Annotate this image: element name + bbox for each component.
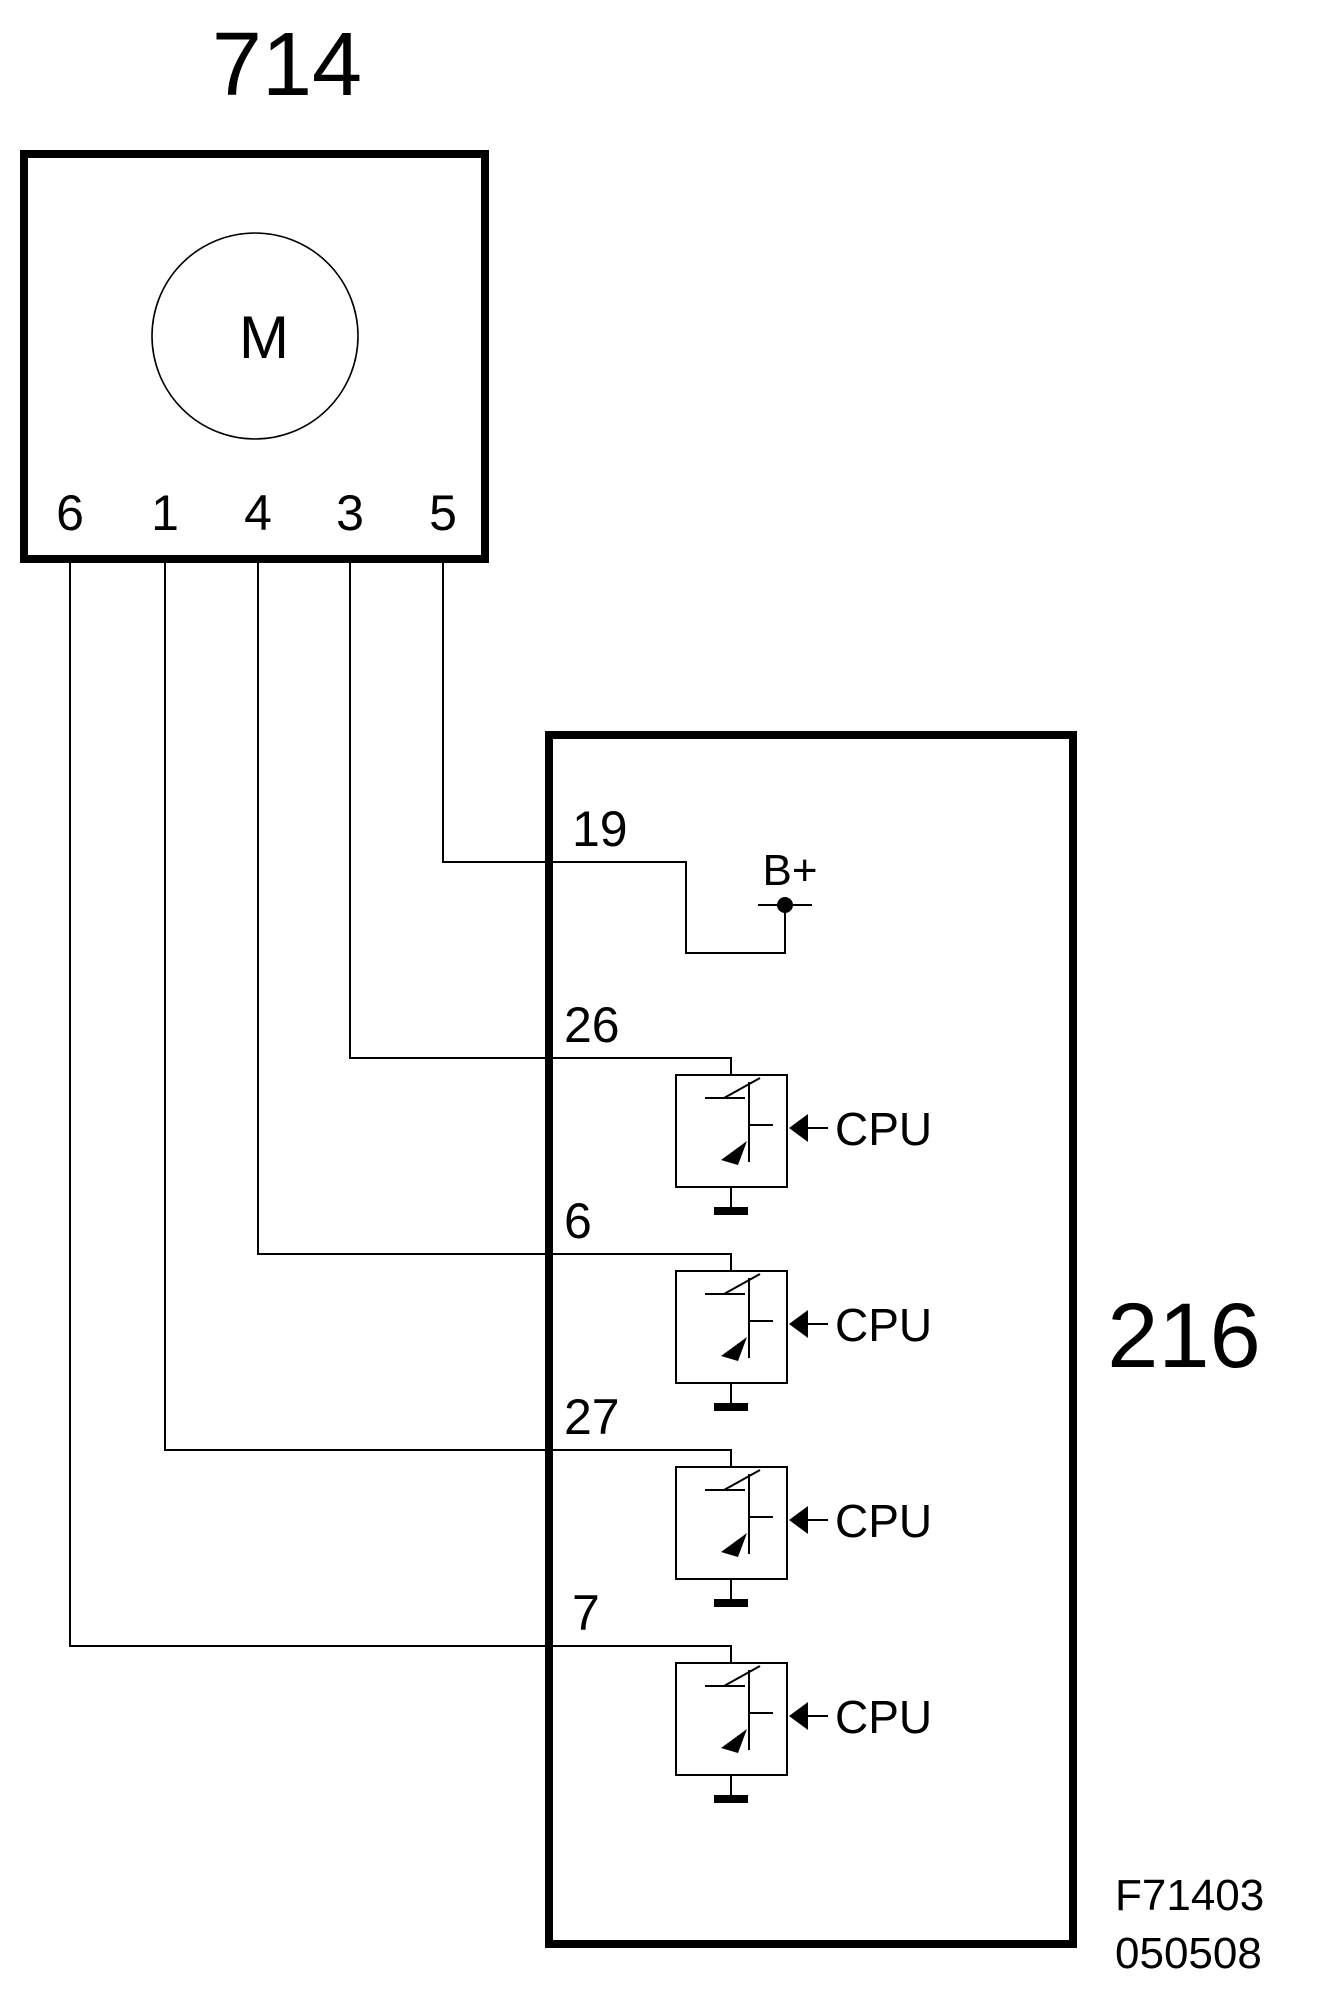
cpu-label: CPU: [835, 1691, 932, 1743]
motor-unit-id: 714: [212, 15, 362, 115]
motor-pin-label: 1: [151, 485, 179, 541]
motor-symbol: M: [239, 304, 289, 371]
control-module-id: 216: [1107, 1285, 1261, 1387]
supply-terminal-icon: [777, 897, 793, 913]
motor-unit-box: [20, 150, 489, 563]
figure-code: F71403: [1115, 1871, 1264, 1920]
motor-icon: [151, 232, 359, 440]
wire-3-to-26: [349, 559, 732, 1075]
module-pin-label: 7: [572, 1585, 600, 1641]
switch-box: [675, 1074, 788, 1188]
module-pin-label: 26: [564, 997, 620, 1053]
cpu-arrow-icon: [789, 1702, 808, 1730]
supply-label: B+: [762, 846, 817, 895]
wire-5-to-19: [442, 559, 786, 954]
motor-pin-label: 5: [429, 485, 457, 541]
wires: [69, 559, 786, 1663]
driver-switch: CPU: [675, 1662, 932, 1803]
motor-pin-label: 6: [56, 485, 84, 541]
driver-switch: CPU: [675, 1074, 932, 1215]
wire-6-to-7: [69, 559, 732, 1663]
driver-switch: CPU: [675, 1270, 932, 1411]
transistor-arrow-icon: [721, 1729, 747, 1753]
figure-date: 050508: [1115, 1929, 1262, 1978]
cpu-label: CPU: [835, 1103, 932, 1155]
transistor-arrow-icon: [721, 1337, 747, 1361]
module-pin-label: 6: [564, 1193, 592, 1249]
motor-pin-label: 4: [244, 485, 272, 541]
motor-pin-label: 3: [336, 485, 364, 541]
switch-box: [675, 1662, 788, 1776]
control-module-box: [545, 731, 1077, 1948]
switch-box: [675, 1466, 788, 1580]
cpu-arrow-icon: [789, 1114, 808, 1142]
transistor-arrow-icon: [721, 1533, 747, 1557]
switch-box: [675, 1270, 788, 1384]
cpu-arrow-icon: [789, 1310, 808, 1338]
wire-4-to-6: [257, 559, 732, 1271]
module-pin-label: 19: [572, 801, 628, 857]
wire-1-to-27: [164, 559, 732, 1467]
cpu-label: CPU: [835, 1299, 932, 1351]
driver-switch: CPU: [675, 1466, 932, 1607]
cpu-arrow-icon: [789, 1506, 808, 1534]
cpu-label: CPU: [835, 1495, 932, 1547]
transistor-arrow-icon: [721, 1141, 747, 1165]
module-pin-label: 27: [564, 1389, 620, 1445]
